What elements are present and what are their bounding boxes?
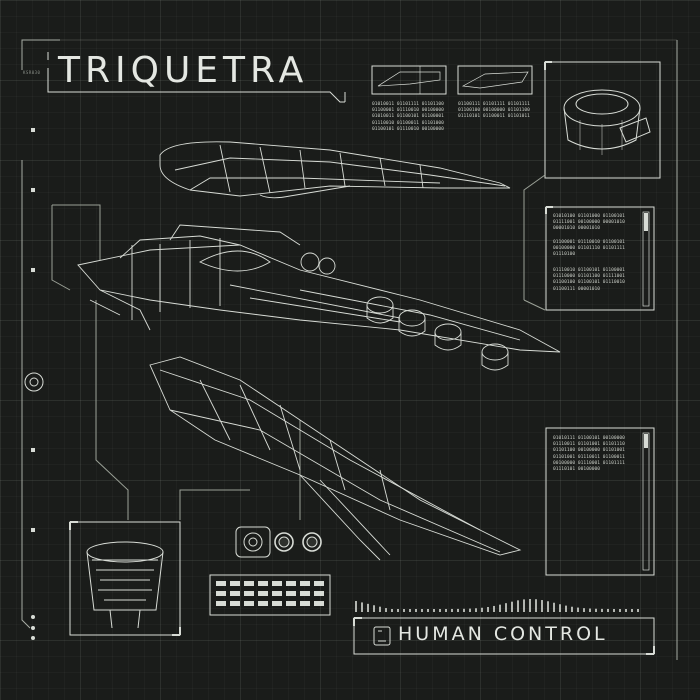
keypad-key [314, 601, 324, 606]
keypad-key [216, 591, 226, 596]
keypad-key [272, 581, 282, 586]
ring-knob-box [544, 61, 661, 179]
binary-text-panel-a-3: 01110010 01100101 01100001 01110000 0110… [553, 268, 625, 292]
left-rail-ticks [31, 128, 35, 640]
keypad-key [216, 581, 226, 586]
keypad-key [230, 601, 240, 606]
ship-middle-wireframe-icon [77, 224, 561, 371]
control-knobs [235, 526, 322, 558]
keypad-key [272, 601, 282, 606]
keypad-key [286, 591, 296, 596]
keypad-key [230, 591, 240, 596]
subtitle-frame [353, 617, 655, 655]
keypad-key [300, 601, 310, 606]
engine-pod-icon [366, 296, 509, 371]
album-title: TRIQUETRA [58, 50, 309, 91]
keypad-key [258, 601, 268, 606]
binary-text-top-left: 01010011 01101111 01101100 01100001 0111… [372, 102, 444, 132]
keypad-key [300, 581, 310, 586]
keypad-key [272, 591, 282, 596]
catalog-code: KSR030 [23, 70, 41, 75]
ship-upper-wireframe-icon [159, 141, 511, 199]
left-target-reticle-icon [24, 372, 44, 392]
connector-lines [51, 174, 546, 520]
keypad-key [244, 591, 254, 596]
keypad-key [230, 581, 240, 586]
keypad-key [258, 591, 268, 596]
outer-frame [21, 39, 678, 660]
binary-text-panel-a-2: 01100001 01110010 01100101 00100000 0110… [553, 240, 625, 258]
keypad-key [216, 601, 226, 606]
binary-panel-b [545, 427, 655, 576]
keypad-key [286, 581, 296, 586]
keypad-key [300, 591, 310, 596]
keypad-key [244, 581, 254, 586]
keypad-block [216, 581, 324, 606]
album-subtitle: HUMAN CONTROL [398, 623, 608, 645]
engine-detail-box [69, 521, 181, 636]
keypad-key [314, 581, 324, 586]
binary-text-panel-b: 01010111 01100101 00100000 01110011 0110… [553, 436, 625, 473]
keypad-frame [209, 574, 331, 616]
level-meter [355, 599, 639, 612]
ship-lower-wireframe-icon [149, 356, 522, 561]
keypad-key [314, 591, 324, 596]
keypad-key [286, 601, 296, 606]
binary-panel-a [545, 206, 655, 311]
binary-text-panel-a-1: 01010100 01101000 01100101 01111001 0010… [553, 214, 625, 232]
keypad-key [244, 601, 254, 606]
target-reticle-icon [243, 532, 263, 552]
thumbnail-box-left [371, 65, 447, 95]
thumbnail-box-right [457, 65, 533, 95]
keypad-key [258, 581, 268, 586]
title-frame [47, 52, 346, 103]
binary-text-top-right: 01100111 01101111 01101111 01100100 0010… [458, 102, 530, 120]
